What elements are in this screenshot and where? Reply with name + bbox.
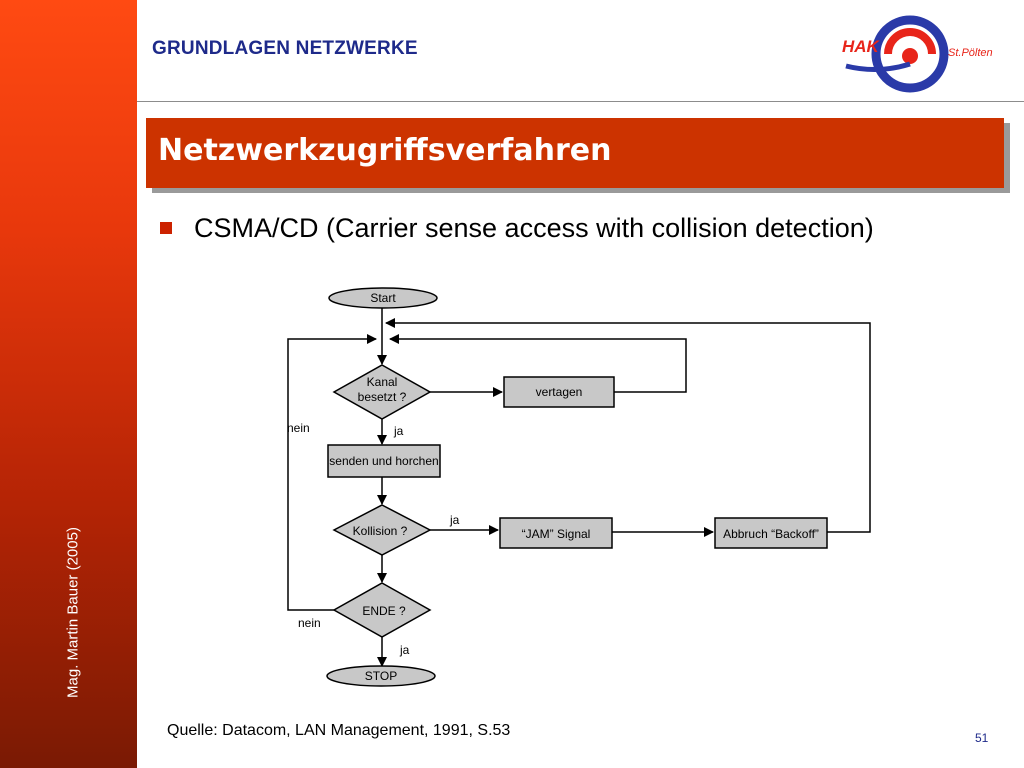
decision-collision-label: Kollision ? [353,524,408,538]
decision-channel-label-1: Kanal [367,375,398,389]
source-citation: Quelle: Datacom, LAN Management, 1991, S… [167,722,511,739]
logo-wave [845,61,911,73]
start-terminal [328,287,438,309]
label-yes-1: ja [393,424,404,438]
start-label: Start [370,291,396,305]
logo-swirl [884,28,936,55]
author-label: Mag. Martin Bauer (2005) [64,527,82,698]
logo-dot [902,48,918,64]
backoff-label: Abbruch “Backoff” [723,527,819,541]
header-title: GRUNDLAGEN NETZWERKE [152,38,418,59]
page-number: 51 [975,731,989,745]
slide-title: Netzwerkzugriffsverfahren [158,133,612,168]
header-divider [137,101,1024,102]
jam-label: “JAM” Signal [522,527,591,541]
decision-channel-label-2: besetzt ? [358,390,407,404]
connector-backoff-loop [385,318,871,533]
send-listen-box [327,444,441,478]
logo: HAK St.Pölten [842,15,993,93]
bullet-text: CSMA/CD (Carrier sense access with colli… [194,213,874,243]
flowchart: Start Kanal besetzt ? vertagen nein ja s… [287,287,871,687]
jam-box [499,517,613,549]
stop-label: STOP [365,669,397,683]
logo-text-left: HAK [842,37,881,56]
stop-terminal [326,665,436,687]
label-yes-3: ja [399,643,410,657]
defer-label: vertagen [536,385,583,399]
title-bar [146,118,1004,188]
label-no-2: nein [298,616,321,630]
send-listen-label: senden und horchen [329,454,438,468]
logo-text-right: St.Pölten [948,47,993,59]
backoff-box [714,517,828,549]
decision-end-label: ENDE ? [362,604,406,618]
label-yes-2: ja [449,513,460,527]
defer-box [503,376,615,408]
bullet-square-icon [160,222,172,234]
sidebar: Mag. Martin Bauer (2005) [0,0,137,768]
connector-no-loop [287,334,377,611]
connector-defer-loop [389,334,687,393]
label-no-1: nein [287,421,310,435]
